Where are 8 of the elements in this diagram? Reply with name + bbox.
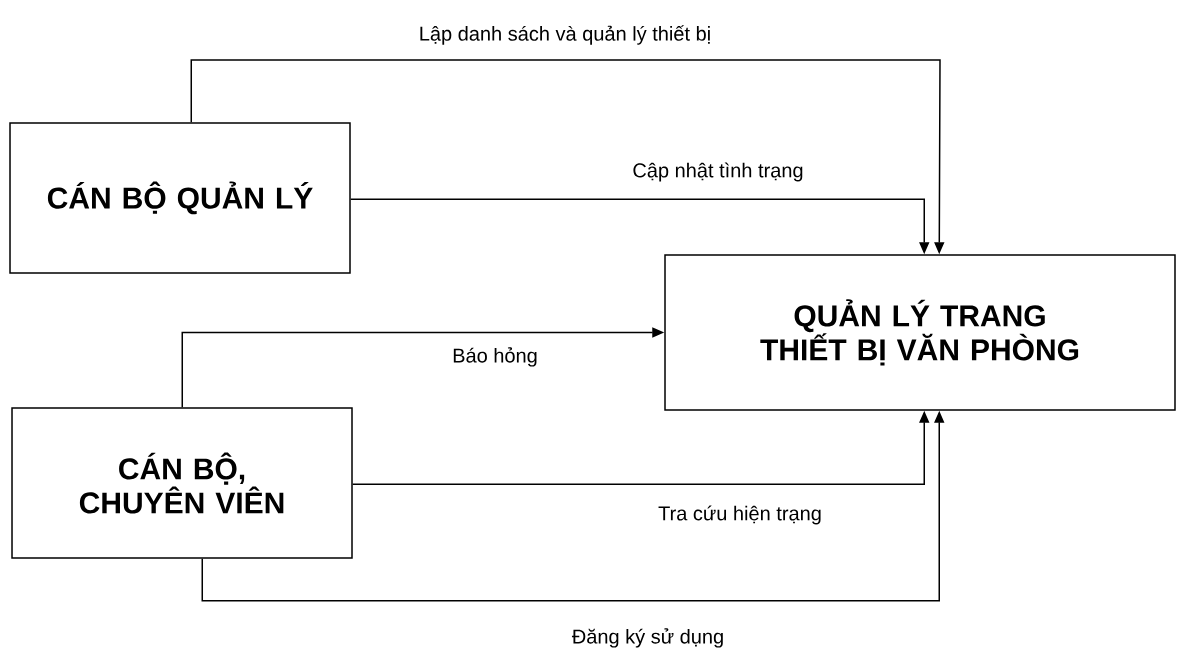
- edge-label: Tra cứu hiện trạng: [656, 503, 824, 527]
- edge-label: Đăng ký sử dụng: [569, 626, 727, 650]
- process-box: CÁN BỘ, CHUYÊN VIÊN: [11, 407, 353, 559]
- edge-label: Cập nhật tình trạng: [630, 160, 806, 184]
- edge-label: Lập danh sách và quản lý thiết bị: [416, 23, 714, 47]
- process-box: CÁN BỘ QUẢN LÝ: [9, 122, 351, 274]
- process-box: QUẢN LÝ TRANG THIẾT BỊ VĂN PHÒNG: [664, 254, 1176, 411]
- edge-label: Báo hỏng: [450, 345, 540, 369]
